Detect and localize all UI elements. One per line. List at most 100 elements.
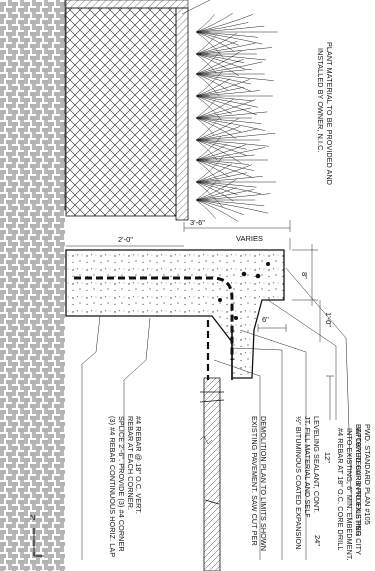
svg-text:(3) #4 REBAR CONTINUOUS HORIZ.: (3) #4 REBAR CONTINUOUS HORIZ. LAP xyxy=(108,416,117,557)
planter-soil xyxy=(65,7,177,217)
grass-blade xyxy=(195,31,259,38)
grass-blade xyxy=(195,99,216,119)
grass-blade xyxy=(195,73,220,96)
svg-text:½" BITUMINOUS COATED EXPANSION: ½" BITUMINOUS COATED EXPANSION xyxy=(294,416,303,549)
grass-blade xyxy=(195,53,240,77)
existing-pavement-note: EXISTING PAVEMENT. SAW CUT PER DEMOLITIO… xyxy=(250,416,268,551)
svg-text:BATTERED CURB PROFILE PER CITY: BATTERED CURB PROFILE PER CITY xyxy=(354,424,363,555)
expansion-joint-note: ½" BITUMINOUS COATED EXPANSION JT. FILL … xyxy=(294,416,321,549)
svg-text:SPLICE 2'-6". PROVIDE (3) #4 C: SPLICE 2'-6". PROVIDE (3) #4 CORNER xyxy=(117,416,126,552)
grass-blade xyxy=(195,193,271,201)
grass-blade xyxy=(195,111,268,119)
svg-text:EXISTING PAVEMENT. SAW CUT PER: EXISTING PAVEMENT. SAW CUT PER xyxy=(250,416,259,546)
grass-blade xyxy=(195,154,256,161)
grass-blade xyxy=(195,181,238,196)
grass-blade xyxy=(195,163,232,183)
grass-blade xyxy=(195,159,254,171)
grass-blade xyxy=(195,42,256,55)
planter-wall-hatch xyxy=(175,7,189,221)
grass-blade xyxy=(195,159,230,178)
dim-12in: 12" xyxy=(323,452,332,463)
grass-blade xyxy=(195,164,252,183)
grass-blade xyxy=(195,31,235,52)
svg-text:PWD. STANDARD PLAN #105: PWD. STANDARD PLAN #105 xyxy=(363,424,372,525)
grass-blade xyxy=(195,25,265,33)
grass-blade xyxy=(195,79,250,97)
grass-blade xyxy=(195,117,215,136)
grass-blade xyxy=(195,176,263,183)
grass-blade xyxy=(195,144,247,161)
grass-blade xyxy=(195,199,269,214)
grass-blade xyxy=(195,14,215,33)
grass-blade xyxy=(195,181,262,195)
grass-blade xyxy=(195,99,256,119)
grass-blade xyxy=(195,40,238,55)
svg-text:#4 REBAR @ 18" O.C. VERT.: #4 REBAR @ 18" O.C. VERT. xyxy=(134,416,143,514)
grass-blade xyxy=(195,50,242,75)
grass-blade xyxy=(195,51,221,75)
grass-blade xyxy=(195,13,233,33)
grass-blade xyxy=(195,199,216,219)
rebar-vert-note: #4 REBAR @ 18" O.C. VERT. xyxy=(134,416,143,514)
grass-blade xyxy=(195,95,254,102)
grass-blade xyxy=(195,70,224,97)
plant-material xyxy=(195,13,278,222)
grass-blade xyxy=(195,155,225,183)
grass-blade xyxy=(195,33,218,55)
grass-blade xyxy=(195,147,266,161)
mulch-strip xyxy=(65,0,189,9)
rebar-dots xyxy=(218,262,270,320)
rebar-horizontal xyxy=(74,276,234,360)
grass-blade xyxy=(195,73,274,81)
svg-text:EPOXY REBAR INTO EXISTING: EPOXY REBAR INTO EXISTING xyxy=(354,428,363,537)
grass-blade xyxy=(195,139,241,164)
dim-1-0: 1'-0" xyxy=(324,312,333,327)
grass-blade xyxy=(195,31,239,46)
svg-text:INSTALLED BY OWNER, N.I.C.: INSTALLED BY OWNER, N.I.C. xyxy=(316,48,325,153)
grass-blade xyxy=(195,139,269,147)
grass-blade xyxy=(195,59,244,75)
grass-blade xyxy=(195,73,251,92)
grass-blade xyxy=(195,199,239,222)
grass-blade xyxy=(195,90,260,97)
dim-8in: 8" xyxy=(300,272,309,279)
grass-blade xyxy=(195,179,237,201)
grass-blade xyxy=(195,31,263,45)
note-leaders xyxy=(81,267,353,560)
svg-text:REBAR AT EACH CORNER.: REBAR AT EACH CORNER. xyxy=(126,416,135,510)
grass-blade xyxy=(195,181,257,188)
dim-varies: VARIES xyxy=(236,234,263,243)
grass-blade xyxy=(195,68,252,75)
dimension-lines-top xyxy=(66,220,291,250)
grass-blade xyxy=(195,98,235,119)
grass-blade xyxy=(195,31,224,59)
grass-blade xyxy=(195,118,219,141)
grass-blade xyxy=(195,14,254,33)
grass-blade xyxy=(195,95,232,115)
north-arrow: N xyxy=(30,513,44,557)
concrete-curb-footing xyxy=(65,249,285,379)
svg-text:INTO EXISTING, 6" MIN. EMBEDME: INTO EXISTING, 6" MIN. EMBEDMENT. xyxy=(345,428,354,561)
grass-blade xyxy=(195,117,242,133)
existing-ground-pattern xyxy=(0,0,65,571)
grass-blade xyxy=(195,107,252,119)
rebar-dowel-note: #4 REBAR AT 18" O.C. CORE DRILL INTO EXI… xyxy=(336,428,363,561)
existing-pavement-slab xyxy=(203,377,221,571)
dim-6in: 6" xyxy=(262,315,269,324)
grass-blade xyxy=(195,61,263,75)
svg-text:LEVELING SEALANT, CONT.: LEVELING SEALANT, CONT. xyxy=(312,416,321,513)
grass-blade xyxy=(195,139,218,161)
grass-blade xyxy=(195,181,234,202)
rebar-horiz-note: (3) #4 REBAR CONTINUOUS HORIZ. LAP SPLIC… xyxy=(108,416,135,557)
grass-blade xyxy=(195,132,276,141)
grass-blade xyxy=(195,180,217,201)
grass-blade xyxy=(195,181,224,208)
battered-curb-note: BATTERED CURB PROFILE PER CITY PWD. STAN… xyxy=(354,424,372,555)
grass-blade xyxy=(195,117,240,141)
grass-blade xyxy=(195,53,245,70)
dim-2-0: 2'-0" xyxy=(118,235,133,244)
grass-blade xyxy=(195,22,249,33)
grass-blade xyxy=(195,78,231,97)
grass-blade xyxy=(195,53,217,74)
